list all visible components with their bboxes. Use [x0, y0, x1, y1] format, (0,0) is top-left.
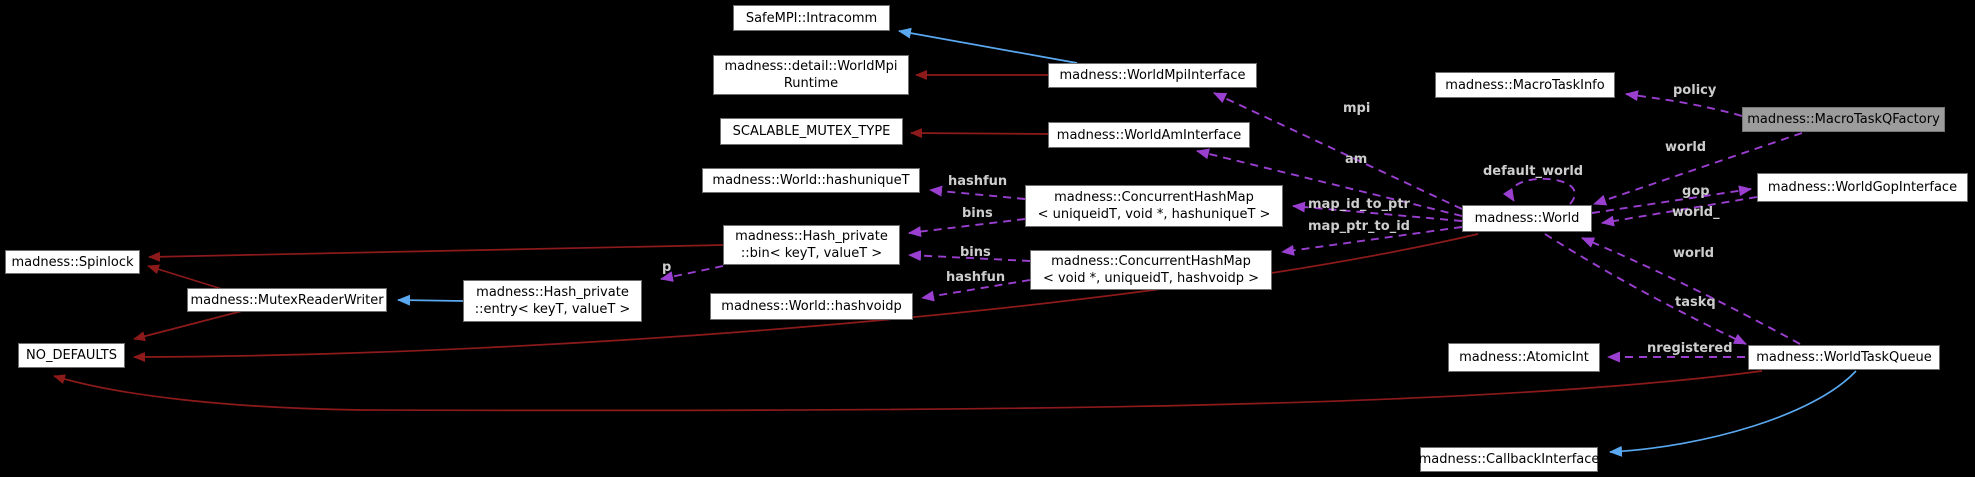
node-label: madness::WorldGopInterface: [1767, 180, 1958, 195]
edge-label-taskq: taskq: [1675, 295, 1716, 310]
edge-label-map-ptr-to-id: map_ptr_to_id: [1308, 219, 1410, 234]
node-worldaminterface[interactable]: madness::WorldAmInterface: [1048, 122, 1250, 148]
node-label: madness::ConcurrentHashMap: [1051, 254, 1251, 269]
node-macrotaskinfo[interactable]: madness::MacroTaskInfo: [1435, 72, 1615, 98]
edge-worldmpiinterface-intracomm: [898, 27, 1078, 64]
edge-label-mpi: mpi: [1343, 101, 1371, 116]
edge-label-bins-1: bins: [962, 206, 993, 221]
edge-label-am: am: [1345, 152, 1368, 167]
edge-label-bins-2: bins: [960, 245, 991, 260]
edge-worldtaskqueue-callbackinterface: [1609, 370, 1857, 457]
edge-label-map-id-to-ptr: map_id_to_ptr: [1308, 197, 1410, 212]
node-world-mpi-runtime[interactable]: madness::detail::WorldMpi Runtime: [713, 55, 909, 95]
node-hash-private-bin[interactable]: madness::Hash_private ::bin< keyT, value…: [723, 225, 900, 265]
edge-label-nregistered: nregistered: [1647, 341, 1733, 356]
node-label: madness::WorldMpiInterface: [1059, 68, 1246, 83]
node-concurrenthashmap-ptr-id[interactable]: madness::ConcurrentHashMap < void *, uni…: [1030, 250, 1272, 290]
node-label: SafeMPI::Intracomm: [745, 10, 878, 26]
node-label: madness::Spinlock: [11, 254, 134, 270]
edge-label-world-taskqueue: world: [1673, 246, 1715, 261]
node-scalable-mutex-type[interactable]: SCALABLE_MUTEX_TYPE: [720, 118, 903, 145]
node-label: madness::MacroTaskQFactory: [1747, 112, 1940, 127]
node-world-hashuniquet[interactable]: madness::World::hashuniqueT: [702, 168, 920, 193]
node-label: ::entry< keyT, valueT >: [474, 302, 631, 317]
edge-label-policy: policy: [1673, 83, 1717, 98]
node-label: < void *, uniqueidT, hashvoidp >: [1042, 271, 1260, 286]
node-callbackinterface[interactable]: madness::CallbackInterface: [1418, 447, 1600, 472]
edge-label-hashfun-1: hashfun: [948, 174, 1008, 189]
edge-label-p: p: [662, 260, 672, 275]
node-atomicint[interactable]: madness::AtomicInt: [1448, 343, 1600, 372]
node-label: < uniqueidT, void *, hashuniqueT >: [1037, 207, 1271, 222]
node-concurrenthashmap-id-ptr[interactable]: madness::ConcurrentHashMap < uniqueidT, …: [1025, 185, 1283, 227]
node-worldmpiinterface[interactable]: madness::WorldMpiInterface: [1048, 63, 1257, 88]
node-world-hashvoidp[interactable]: madness::World::hashvoidp: [710, 293, 913, 320]
node-label: madness::detail::WorldMpi: [724, 59, 898, 74]
edge-chm1-hashfun: [929, 185, 1026, 200]
node-label: madness::World::hashuniqueT: [712, 173, 910, 188]
edge-bin-spinlock: [148, 244, 724, 262]
node-label: madness::MacroTaskInfo: [1445, 77, 1605, 93]
node-label: SCALABLE_MUTEX_TYPE: [732, 124, 891, 139]
node-label: madness::WorldTaskQueue: [1756, 350, 1932, 365]
edge-chm1-bins: [908, 218, 1026, 238]
node-label: madness::MutexReaderWriter: [190, 292, 384, 308]
node-label: madness::AtomicInt: [1459, 350, 1589, 365]
node-macrotaskqfactory[interactable]: madness::MacroTaskQFactory: [1742, 107, 1945, 132]
edge-world-default-world-loop: [1502, 177, 1576, 205]
edge-label-gop: gop: [1682, 184, 1710, 199]
edge-label-world-underscore: world_: [1672, 205, 1720, 220]
node-label: madness::Hash_private: [735, 229, 888, 244]
edge-mutexreaderwriter-spinlock: [147, 264, 223, 290]
edge-label-world-factory: world: [1665, 140, 1707, 155]
node-label: madness::ConcurrentHashMap: [1054, 190, 1254, 205]
edge-label-hashfun-2: hashfun: [946, 270, 1006, 285]
edge-world-taskq: [1544, 233, 1747, 345]
node-label: NO_DEFAULTS: [25, 348, 118, 363]
edge-label-default-world: default_world: [1483, 164, 1584, 179]
node-worldtaskqueue[interactable]: madness::WorldTaskQueue: [1748, 345, 1940, 370]
node-mutexreaderwriter[interactable]: madness::MutexReaderWriter: [187, 288, 387, 312]
node-world[interactable]: madness::World: [1462, 205, 1592, 232]
node-worldgopinterface[interactable]: madness::WorldGopInterface: [1757, 173, 1968, 202]
node-no-defaults[interactable]: NO_DEFAULTS: [18, 343, 125, 368]
edge-worldtaskqueue-nodefaults: [53, 370, 1763, 412]
node-hash-private-entry[interactable]: madness::Hash_private ::entry< keyT, val…: [463, 280, 642, 322]
edge-entry-mutexreaderwriter: [397, 294, 464, 306]
node-label: madness::World: [1474, 211, 1580, 226]
node-label: madness::CallbackInterface: [1418, 452, 1600, 467]
node-label: madness::WorldAmInterface: [1056, 127, 1242, 143]
node-label: Runtime: [783, 76, 839, 91]
node-spinlock[interactable]: madness::Spinlock: [5, 250, 140, 274]
node-safempi-intracomm[interactable]: SafeMPI::Intracomm: [733, 5, 890, 31]
node-label: madness::Hash_private: [476, 285, 629, 300]
edge-worldaminterface-scalablemutex: [910, 128, 1049, 139]
node-label: madness::World::hashvoidp: [721, 299, 902, 314]
edge-mutexreaderwriter-nodefaults: [133, 310, 243, 342]
node-label: ::bin< keyT, valueT >: [740, 246, 883, 261]
